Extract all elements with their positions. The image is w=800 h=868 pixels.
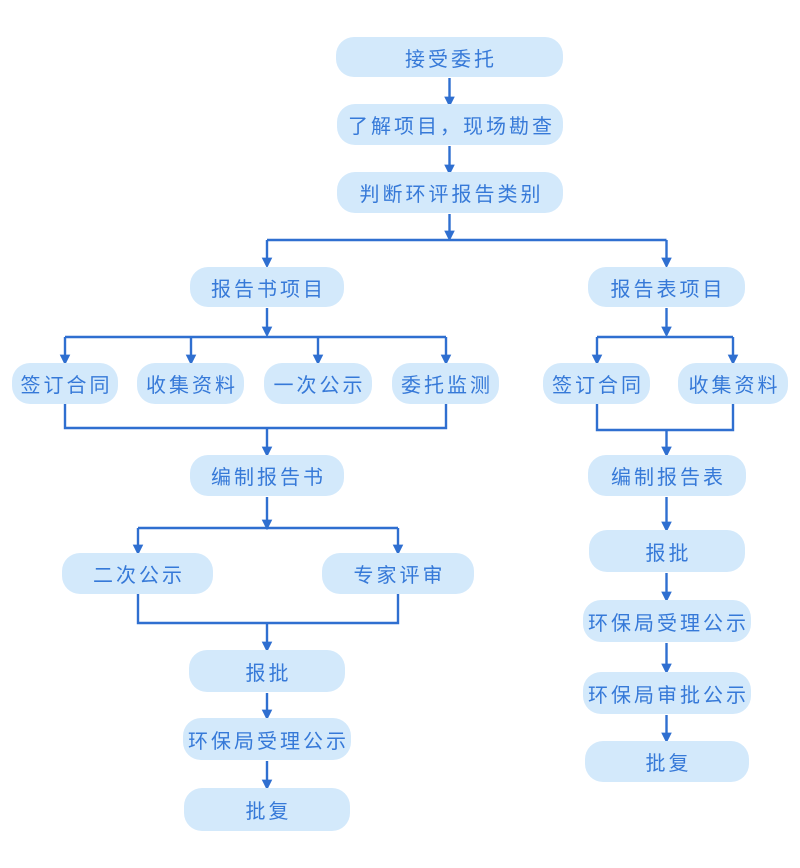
flow-node-expert-review: 专家评审 [322, 553, 474, 594]
flow-node-approval-reply-form: 批复 [585, 741, 749, 782]
flow-node-report-form-project: 报告表项目 [588, 267, 745, 307]
flow-node-first-publicity: 一次公示 [264, 363, 372, 404]
flow-node-collect-data-book: 收集资料 [137, 363, 244, 404]
flow-node-epb-approval-publicity-form: 环保局审批公示 [583, 672, 751, 714]
flow-node-accept-commission: 接受委托 [336, 37, 563, 77]
flow-node-collect-data-form: 收集资料 [678, 363, 788, 404]
flow-node-epb-acceptance-publicity-book: 环保局受理公示 [183, 718, 351, 760]
flow-node-submit-for-approval-book: 报批 [189, 650, 345, 692]
flow-node-compile-report-form: 编制报告表 [588, 455, 746, 496]
flow-arrows [59, 78, 739, 791]
flow-node-approval-reply-book: 批复 [184, 788, 350, 831]
flow-node-report-book-project: 报告书项目 [190, 267, 344, 307]
flow-node-judge-eia-report-category: 判断环评报告类别 [337, 172, 563, 213]
flow-node-compile-report-book: 编制报告书 [190, 455, 344, 496]
flow-node-second-publicity: 二次公示 [62, 553, 213, 594]
flow-node-submit-for-approval-form: 报批 [589, 530, 745, 572]
flow-node-epb-acceptance-publicity-form: 环保局受理公示 [583, 600, 751, 642]
flow-node-sign-contract-form: 签订合同 [543, 363, 650, 404]
flow-node-understand-project-site-survey: 了解项目，现场勘查 [337, 104, 563, 145]
flow-node-entrust-monitoring: 委托监测 [392, 363, 499, 404]
flow-node-sign-contract-book: 签订合同 [12, 363, 118, 404]
